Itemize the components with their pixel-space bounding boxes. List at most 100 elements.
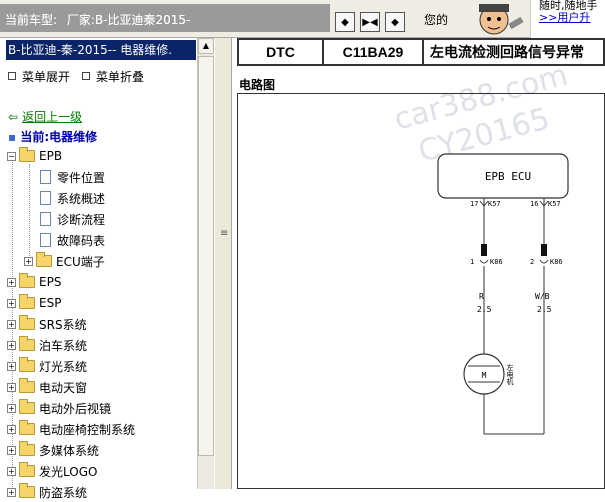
expand-icon [8, 72, 16, 80]
pin-left: 17 [470, 200, 478, 208]
expand-toggle-icon[interactable]: + [7, 424, 16, 434]
conn-right: K57 [548, 200, 561, 208]
grip-icon: ≡ [220, 228, 229, 239]
connector-icon [479, 200, 489, 207]
tree-item[interactable]: − EPB [7, 146, 62, 166]
conn2-left: K86 [490, 258, 503, 266]
pin2-right: 2 [530, 258, 534, 266]
tree-item-label: EPB [39, 149, 63, 163]
dtc-description: 左电流检测回路信号异常 [430, 45, 584, 61]
tree-item-label: 发光LOGO [39, 464, 98, 479]
panel-splitter[interactable]: ≡ [214, 38, 232, 489]
location-icon: ▪ [8, 130, 17, 144]
folder-icon [19, 336, 35, 351]
tree-item[interactable]: 零件位置 [40, 167, 105, 187]
nav-buttons: ◆ ▶◀ ◆ [335, 12, 405, 32]
scroll-up-icon[interactable]: ▲ [198, 38, 214, 54]
wire-left-size: 2.5 [477, 305, 492, 314]
expand-toggle-icon[interactable]: + [7, 445, 16, 455]
prev-button[interactable]: ◆ [335, 12, 355, 32]
sidebar-scrollbar[interactable]: ▲ [197, 38, 214, 489]
expand-toggle-icon[interactable]: + [24, 256, 33, 266]
tree-item-label: ECU端子 [56, 254, 105, 269]
tree-item-label: 诊断流程 [57, 212, 106, 227]
wire-right-size: 2.5 [537, 305, 552, 314]
split-button[interactable]: ▶◀ [360, 12, 380, 32]
expand-toggle-icon[interactable]: + [7, 382, 16, 392]
tree-line [29, 164, 30, 260]
document-icon [40, 170, 51, 184]
tree-item[interactable]: + 多媒体系统 [7, 440, 99, 460]
connector-icon [539, 259, 549, 264]
current-location: ▪ 当前:电器维修 [8, 128, 97, 145]
tree-item-label: 泊车系统 [39, 338, 88, 353]
tree-item-label: 电动外后视镜 [39, 401, 112, 416]
upgrade-link[interactable]: >>用户升 [539, 11, 591, 24]
wire-right-color: W/B [535, 292, 550, 301]
collapse-all-button[interactable]: 菜单折叠 [82, 68, 144, 85]
wire-left-color: R [479, 292, 484, 301]
tree-item-label: 电动天窗 [39, 380, 88, 395]
tree-item-label: 防盗系统 [39, 485, 88, 500]
motor-symbol: M [482, 371, 487, 380]
tree-item[interactable]: + 灯光系统 [7, 356, 87, 376]
car-label: 当前车型: [5, 13, 58, 27]
tree-item-label: 多媒体系统 [39, 443, 100, 458]
sidebar-title: B-比亚迪-秦-2015-- 电器维修. [6, 40, 196, 60]
expand-toggle-icon[interactable]: + [7, 340, 16, 350]
expand-toggle-icon[interactable]: + [7, 361, 16, 371]
connector-block [541, 244, 547, 256]
tree-item-label: EPS [39, 275, 62, 289]
tree-item[interactable]: 诊断流程 [40, 209, 105, 229]
conn2-right: K86 [550, 258, 563, 266]
tree-item[interactable]: + 泊车系统 [7, 335, 87, 355]
pin-right: 16 [530, 200, 538, 208]
mascot-icon [479, 4, 524, 35]
folder-icon [36, 252, 52, 267]
promo-box: 随时,随地手 >>用户升 [530, 0, 605, 38]
connector-block [481, 244, 487, 256]
tree-item[interactable]: 系统概述 [40, 188, 105, 208]
tree-item[interactable]: +ESP [7, 293, 61, 313]
dtc-code: C11BA29 [324, 40, 424, 64]
tree-item[interactable]: 故障码表 [40, 230, 105, 250]
folder-icon [19, 147, 35, 162]
ecu-label: EPB ECU [485, 170, 531, 183]
folder-icon [19, 294, 35, 309]
folder-icon [19, 399, 35, 414]
expand-toggle-icon[interactable]: + [7, 298, 16, 308]
expand-toggle-icon[interactable]: + [7, 466, 16, 476]
tree-item[interactable]: +SRS系统 [7, 314, 87, 334]
connector-icon [539, 200, 549, 207]
circuit-diagram: EPB ECU 17 K57 16 K57 1 K86 2 K86 R 2.5 … [237, 93, 605, 489]
promo-line1: 随时,随地手 [539, 0, 598, 12]
back-link[interactable]: ⇦返回上一级 [8, 108, 82, 125]
document-icon [40, 233, 51, 247]
expand-toggle-icon[interactable]: + [7, 403, 16, 413]
expand-all-label: 菜单展开 [22, 70, 71, 84]
tree-item[interactable]: + ECU端子 [24, 251, 105, 271]
tree-item-label: 灯光系统 [39, 359, 88, 374]
sidebar: B-比亚迪-秦-2015-- 电器维修. 菜单展开 菜单折叠 ⇦返回上一级 ▪ … [0, 38, 197, 500]
folder-icon [19, 420, 35, 435]
expand-toggle-icon[interactable]: + [7, 319, 16, 329]
folder-icon [19, 441, 35, 456]
pin2-left: 1 [470, 258, 474, 266]
next-button[interactable]: ◆ [385, 12, 405, 32]
top-bar: 当前车型: 厂家:B-比亚迪秦2015- ◆ ▶◀ ◆ 您的 随时,随地手 >>… [0, 0, 605, 38]
tree-item[interactable]: +电动座椅控制系统 [7, 419, 135, 439]
folder-icon [19, 378, 35, 393]
dtc-header: DTC C11BA29 左电流检测回路信号异常 [237, 38, 605, 66]
tree-item[interactable]: + 电动外后视镜 [7, 398, 111, 418]
scroll-thumb[interactable] [198, 56, 214, 456]
tree-item[interactable]: + 电动天窗 [7, 377, 87, 397]
tree-item[interactable]: +防盗系统 [7, 482, 87, 502]
motor-label: 左电机 [506, 363, 514, 386]
tree-item[interactable]: + 发光LOGO [7, 461, 97, 481]
expand-toggle-icon[interactable]: + [7, 277, 16, 287]
dtc-label: DTC [239, 40, 324, 64]
collapse-toggle-icon[interactable]: − [7, 151, 16, 161]
tree-item[interactable]: + EPS [7, 272, 61, 292]
expand-all-button[interactable]: 菜单展开 [8, 68, 70, 85]
collapse-icon [82, 72, 90, 80]
